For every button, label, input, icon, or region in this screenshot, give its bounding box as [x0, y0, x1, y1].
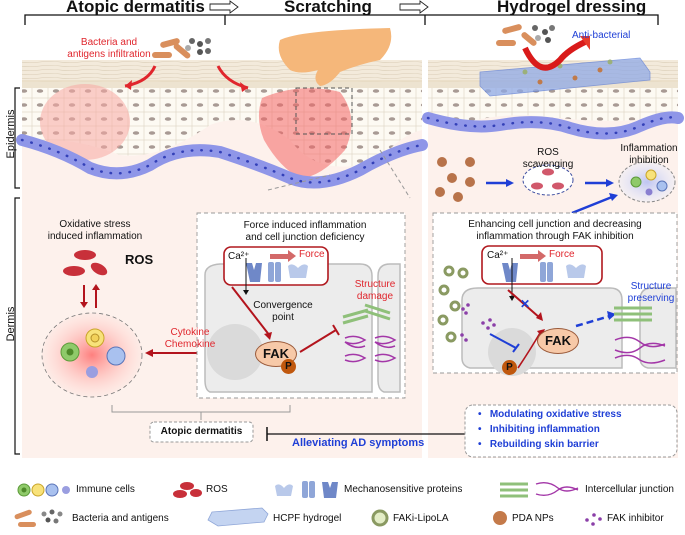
- phospho-badge-scratch: P: [281, 359, 296, 374]
- pda-nps-group: [435, 157, 475, 202]
- force-label-scratch: Force: [299, 249, 325, 260]
- inflammation-inhibition-ellipse: [618, 161, 676, 203]
- epidermis-bracket: [14, 87, 20, 189]
- benefit-item: • Inhibiting inflammation: [478, 424, 600, 435]
- ca-label-hydrogel: Ca²⁺: [487, 250, 509, 261]
- ca-label-scratch: Ca²⁺: [228, 251, 250, 262]
- ros-scavenging-label: ROS scavenging: [522, 147, 574, 170]
- ad-outcome-label: Atopic dermatitis: [160, 426, 243, 437]
- legend-fak-inhibitor: FAK inhibitor: [607, 513, 664, 524]
- immune-cell-cluster: [41, 312, 143, 398]
- legend-ros: ROS: [206, 484, 228, 495]
- ros-particles: [63, 250, 108, 276]
- legend-intercellular-junction: Intercellular junction: [585, 484, 674, 495]
- hydrogel-slab: [479, 57, 651, 97]
- legend-icons: [14, 481, 602, 527]
- structure-damage-label: Structure damage: [354, 279, 396, 302]
- ros-label: ROS: [125, 252, 154, 267]
- infiltration-label: Bacteria and antigens infiltration: [67, 37, 151, 60]
- benefit-item: • Modulating oxidative stress: [478, 409, 622, 420]
- fak-node-hydrogel: FAK: [537, 328, 579, 354]
- antibacterial-arrow: [522, 39, 587, 71]
- stage-title-hydrogel-dressing: Hydrogel dressing: [497, 0, 647, 16]
- alleviating-label: Alleviating AD symptoms: [292, 437, 425, 449]
- structure-preserving-label: Structure preserving: [627, 281, 675, 304]
- legend-bacteria-antigens: Bacteria and antigens: [72, 513, 169, 524]
- benefits-list: • Modulating oxidative stress • Inhibiti…: [478, 407, 622, 452]
- benefit-item: • Rebuilding skin barrier: [478, 439, 599, 450]
- stage-arrow-2: [399, 0, 429, 14]
- dermis-label: Dermis: [5, 306, 17, 342]
- ad-outcome-box: [149, 421, 254, 443]
- legend-pda-nps: PDA NPs: [512, 513, 554, 524]
- antibacterial-label: Anti-bacterial: [572, 30, 631, 41]
- dermis-bracket: [14, 197, 20, 455]
- epidermis-label: Epidermis: [5, 109, 17, 159]
- legend-mechanosensitive-proteins: Mechanosensitive proteins: [344, 484, 463, 495]
- oxidative-stress-label: Oxidative stress induced inflammation: [47, 219, 143, 242]
- force-label-hydrogel: Force: [549, 249, 575, 260]
- svg-text:✕: ✕: [520, 297, 530, 311]
- convergence-point-label: Convergence point: [253, 300, 313, 323]
- phospho-badge-hydrogel: P: [502, 360, 517, 375]
- hand-icon: [278, 28, 392, 86]
- legend-faki-lipola: FAKi-LipoLA: [393, 513, 449, 524]
- benefits-box: [464, 404, 678, 458]
- epidermis-cells-right: [428, 88, 678, 126]
- stage-arrow-1: [209, 0, 239, 14]
- legend-immune-cells: Immune cells: [76, 484, 135, 495]
- inflamed-region-scratch: [258, 88, 352, 178]
- inflamed-region-ad: [40, 84, 130, 160]
- legend-hcpf-hydrogel: HCPF hydrogel: [273, 513, 342, 524]
- stage-title-scratching: Scratching: [284, 0, 372, 16]
- scratch-box-title: Force induced inflammation and cell junc…: [243, 220, 367, 243]
- cytokine-label: Cytokine Chemokine: [164, 327, 216, 350]
- hydrogel-box-title: Enhancing cell junction and decreasing i…: [468, 219, 642, 242]
- stage-title-atopic-dermatitis: Atopic dermatitis: [66, 0, 205, 16]
- inflammation-inhibition-label: Inflammation inhibition: [620, 143, 678, 166]
